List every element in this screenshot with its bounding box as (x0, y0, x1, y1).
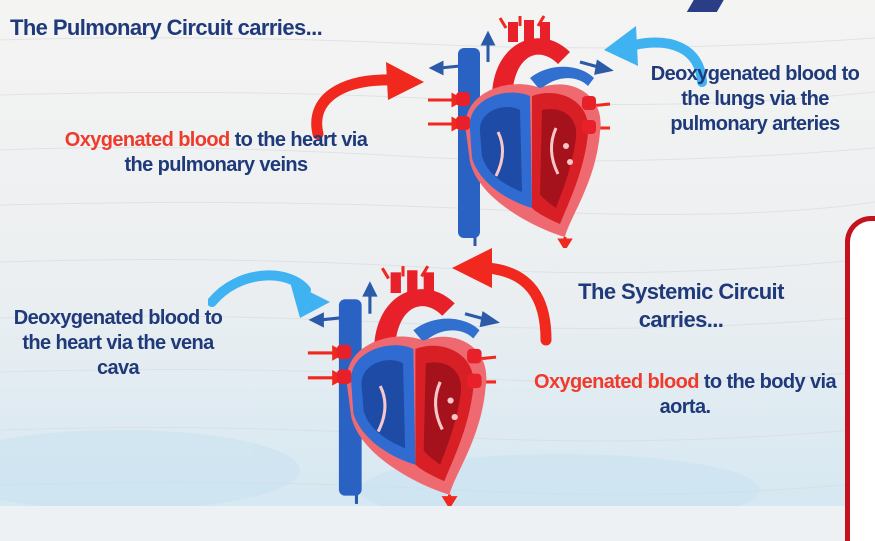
systemic-circuit-title: The Systemic Circuit carries... (536, 278, 826, 333)
pulmonary-deoxygenated-label: Deoxygenated blood to the lungs via the … (640, 62, 870, 137)
heart-diagram-icon-bottom (296, 262, 510, 506)
pulmonary-oxygenated-label: Oxygenated blood to the heart via the pu… (56, 128, 376, 178)
heart-diagram-icon-top (420, 12, 620, 248)
systemic-deoxygenated-label: Deoxygenated blood to the heart via the … (4, 306, 232, 381)
systemic-oxygenated-label: Oxygenated blood to the body via aorta. (530, 370, 840, 420)
oxygenated-highlight: Oxygenated blood (65, 129, 230, 151)
pulmonary-circuit-title: The Pulmonary Circuit carries... (10, 14, 322, 42)
oxygenated-highlight: Oxygenated blood (534, 371, 699, 393)
side-frame (845, 216, 875, 541)
